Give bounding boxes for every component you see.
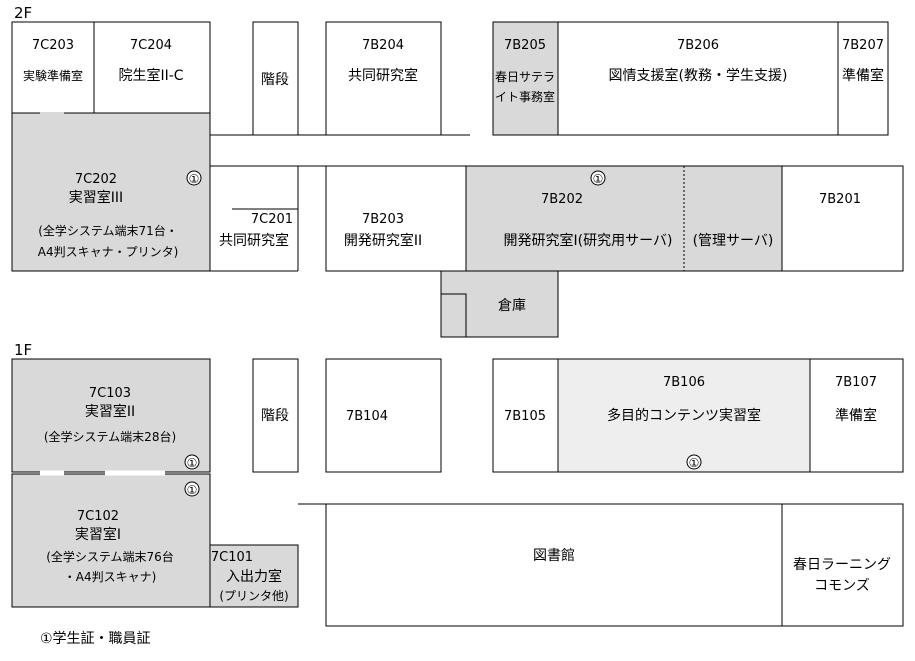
room-commons[interactable] (781, 503, 904, 627)
room-library[interactable] (325, 503, 783, 627)
card-reader-icon-7c103 (184, 454, 200, 470)
card-reader-marker-7c102: ① (187, 483, 198, 497)
room-7b205-name-line1: 春日サテラ (495, 70, 555, 84)
room-7c102[interactable] (11, 473, 211, 608)
stairs-1f-label: 階段 (261, 408, 289, 424)
room-7c202-detail-line1: (全学システム端末71台・ (38, 223, 178, 238)
card-reader-icon-7b202 (590, 170, 606, 186)
room-7c101-detail: (プリンタ他) (219, 589, 288, 603)
room-7b201[interactable] (781, 165, 904, 272)
room-7b107[interactable] (809, 358, 904, 473)
stairs-2f[interactable] (252, 21, 299, 136)
room-7b202-sub: (管理サーバ) (693, 233, 774, 249)
room-7b104-code: 7B104 (346, 409, 388, 424)
room-7b206-name: 図情支援室(教務・学生支援) (609, 67, 788, 84)
stairs-1f[interactable] (252, 358, 299, 473)
room-7c102-code: 7C102 (77, 509, 119, 524)
room-7b106-name: 多目的コンテンツ実習室 (607, 407, 761, 424)
room-7b205-name-line2: イト事務室 (495, 89, 555, 104)
library-label: 図書館 (533, 547, 575, 564)
floor-label-1f: 1F (14, 341, 32, 359)
room-7c102-detail-line1: (全学システム端末76台 (46, 549, 174, 564)
card-reader-marker-7c202: ① (189, 172, 200, 186)
room-7b202-name: 開発研究室I(研究用サーバ) (504, 232, 673, 249)
room-7b203-code: 7B203 (362, 212, 404, 227)
room-7b202-code: 7B202 (541, 192, 583, 207)
room-7c204-name: 院生室II-C (118, 67, 183, 84)
room-7b106-code: 7B106 (663, 375, 705, 390)
room-7c204[interactable] (93, 21, 211, 114)
stairs-2f-label: 階段 (261, 72, 289, 88)
room-7b206-code: 7B206 (677, 38, 719, 53)
room-7c201-name: 共同研究室 (219, 232, 289, 249)
room-7c102-name: 実習室I (75, 526, 121, 543)
legend-card-reader: ①学生証・職員証 (40, 631, 151, 647)
card-reader-icon-7b106 (686, 454, 702, 470)
room-7c202[interactable] (11, 112, 211, 272)
room-7b207[interactable] (837, 21, 889, 136)
room-7c103-code: 7C103 (89, 386, 131, 401)
room-7b204[interactable] (325, 21, 442, 136)
room-7b104[interactable] (325, 358, 442, 473)
room-7c201-code: 7C201 (251, 212, 293, 227)
room-7b205-code: 7B205 (504, 38, 546, 53)
room-7b107-code: 7B107 (835, 375, 877, 390)
room-7c101[interactable] (209, 544, 299, 608)
room-7c204-code: 7C204 (130, 38, 172, 53)
room-7c101-code: 7C101 (211, 550, 253, 565)
room-7c202-name: 実習室III (69, 189, 123, 206)
room-7c103-detail: (全学システム端末28台) (44, 429, 176, 444)
room-7b205[interactable] (492, 21, 559, 136)
storage-label: 倉庫 (498, 297, 526, 314)
room-7b203-name: 開発研究室II (344, 232, 422, 249)
room-7c203-code: 7C203 (32, 38, 74, 53)
room-7b207-name: 準備室 (842, 67, 884, 84)
room-7b206[interactable] (557, 21, 839, 136)
room-7b201-code: 7B201 (819, 192, 861, 207)
floor-label-2f: 2F (14, 4, 32, 22)
room-7b105-code: 7B105 (504, 409, 546, 424)
room-7c202-code: 7C202 (75, 172, 117, 187)
storage-inner-wall (441, 293, 467, 337)
card-reader-marker-7b106: ① (689, 456, 700, 470)
commons-name-line2: コモンズ (814, 578, 870, 594)
room-7b107-name: 準備室 (835, 407, 877, 424)
room-7c203-name: 実験準備室 (23, 68, 83, 83)
card-reader-marker-7c103: ① (187, 456, 198, 470)
room-7b105[interactable] (492, 358, 559, 473)
room-storage[interactable] (440, 270, 559, 338)
card-reader-icon-7c102 (184, 481, 200, 497)
card-reader-icon-7c202 (186, 170, 202, 186)
room-7b207-code: 7B207 (842, 38, 884, 53)
room-7c101-name: 入出力室 (226, 568, 282, 585)
room-7c102-detail-line2: ・A4判スキャナ) (64, 570, 157, 584)
room-7b106[interactable] (557, 358, 811, 473)
room-7b203[interactable] (325, 165, 467, 272)
commons-name-line1: 春日ラーニング (793, 557, 891, 573)
room-7c202-detail-line2: A4判スキャナ・プリンタ) (38, 245, 179, 259)
card-reader-marker-7b202: ① (593, 172, 604, 186)
room-7c103-name: 実習室II (85, 403, 135, 420)
room-7b204-name: 共同研究室 (348, 67, 418, 84)
room-7b204-code: 7B204 (362, 38, 404, 53)
room-7c203[interactable] (11, 21, 95, 114)
room-7b202[interactable] (465, 165, 783, 272)
